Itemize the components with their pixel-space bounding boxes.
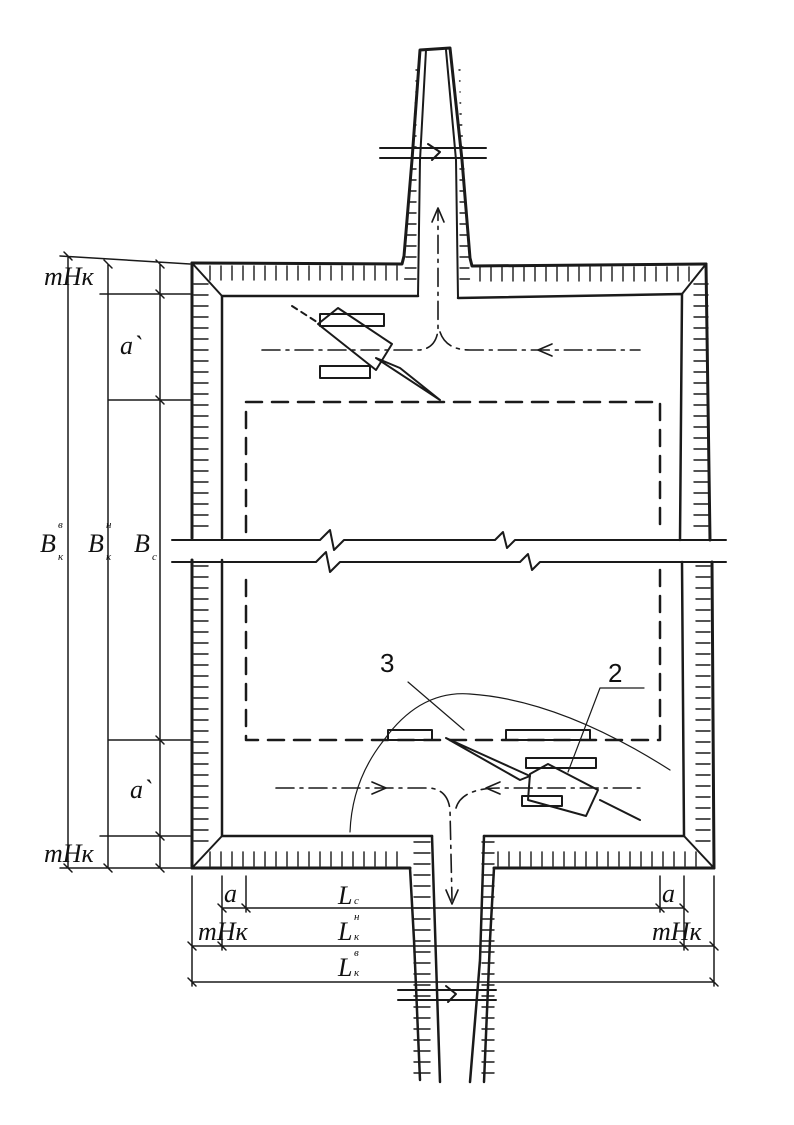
label-L-c: L: [337, 881, 352, 910]
label-B-inner-sup: н: [106, 519, 112, 531]
bottom-ramp: [408, 834, 496, 1084]
label-L-inner-sup: н: [354, 911, 360, 923]
top-ramp-break: [379, 143, 487, 161]
label-B-c-sub: с: [152, 551, 157, 563]
traffic-line-bottom: [275, 787, 641, 901]
label-B-inner: B: [88, 529, 104, 558]
traffic-line-top: [261, 209, 641, 351]
label-mHk-right: mHк: [652, 917, 703, 946]
label-L-inner-sub: к: [354, 931, 360, 943]
label-mHk-top: mHк: [44, 262, 95, 291]
callout-number-2: 2: [608, 658, 622, 688]
working-area-dashed: [244, 400, 662, 742]
label-L-inner: L: [337, 917, 352, 946]
label-L-outer: L: [337, 953, 352, 982]
label-B-outer-sup: в: [58, 519, 63, 531]
break-line-upper: [171, 529, 727, 551]
dimension-lines-horizontal: [187, 875, 719, 987]
excavator-top-icon: [291, 305, 441, 401]
outer-contour-top: [190, 46, 708, 268]
label-a-left: a: [224, 879, 237, 908]
label-B-outer: B: [40, 529, 56, 558]
bottom-ramp-break: [397, 985, 497, 1003]
label-L-c-sub: с: [354, 895, 359, 907]
corner-diagonals: [191, 262, 715, 869]
label-mHk-left: mHк: [198, 917, 249, 946]
callout-number-3: 3: [380, 648, 394, 678]
outer-contour-right-lower: [710, 560, 716, 870]
label-B-c: B: [134, 529, 150, 558]
label-mHk-bottom: mHк: [44, 839, 95, 868]
label-a-right: a: [662, 879, 675, 908]
label-a-prime-top: a`: [120, 331, 142, 360]
arrow-right-icon: [371, 781, 387, 795]
top-ramp: [417, 49, 459, 299]
excavator-bottom-icon: [387, 729, 641, 821]
label-B-outer-sub: к: [58, 551, 64, 563]
dimension-lines-vertical: [59, 251, 191, 873]
break-line-lower: [171, 551, 727, 573]
leader-lines: [349, 681, 671, 833]
arrow-left-icon: [537, 343, 553, 357]
label-L-outer-sup: в: [354, 947, 359, 959]
arrow-up-icon: [431, 207, 445, 223]
inner-contour: [220, 292, 686, 838]
arrow-left-icon-2: [485, 781, 501, 795]
label-B-inner-sub: к: [106, 551, 112, 563]
outer-contour-right: [704, 262, 712, 542]
arrow-down-icon: [445, 889, 459, 905]
label-a-prime-bottom: a`: [130, 775, 152, 804]
label-L-outer-sub: к: [354, 967, 360, 979]
